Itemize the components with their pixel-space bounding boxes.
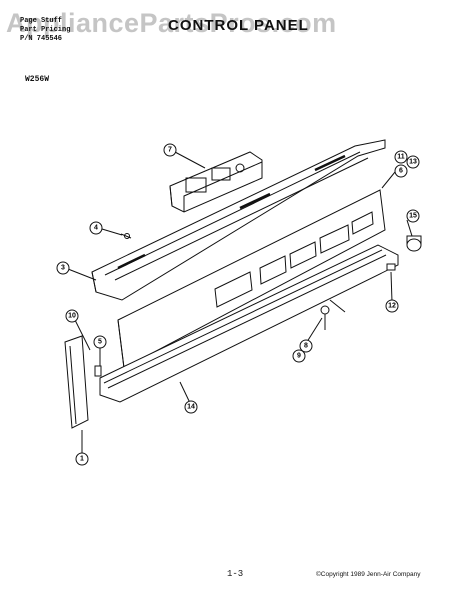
- top-trim-part: [91, 139, 386, 301]
- callout-5: 5: [93, 335, 107, 349]
- callout-1: 1: [75, 452, 89, 466]
- callout-6: 6: [394, 164, 408, 178]
- end-cap-part: [64, 335, 89, 429]
- svg-text:13: 13: [409, 159, 417, 166]
- svg-text:7: 7: [168, 147, 172, 154]
- header-part-number: P/N 745546: [20, 35, 63, 43]
- callout-8: 8: [299, 339, 313, 353]
- callout-12: 12: [385, 299, 399, 313]
- callout-13: 13: [406, 155, 420, 169]
- callout-15: 15: [406, 209, 420, 223]
- knob-part: [406, 235, 422, 252]
- header-line-1: Page Stuff: [20, 17, 63, 25]
- header-line-2: Part Pricing: [20, 26, 71, 34]
- svg-text:5: 5: [98, 339, 102, 346]
- svg-text:1: 1: [80, 456, 84, 463]
- svg-text:3: 3: [61, 265, 65, 272]
- svg-text:9: 9: [297, 353, 301, 360]
- svg-text:11: 11: [397, 154, 405, 161]
- page-number: 1-3: [227, 569, 244, 579]
- model-number: W256W: [25, 75, 50, 84]
- callout-14: 14: [184, 400, 198, 414]
- screw-part: [120, 233, 132, 239]
- svg-text:10: 10: [68, 313, 76, 320]
- watermark: AppliancePartsPros.com: [6, 8, 337, 38]
- svg-text:6: 6: [399, 168, 403, 175]
- copyright-notice: ©Copyright 1989 Jenn-Air Company: [316, 571, 421, 578]
- callout-10: 10: [65, 309, 79, 323]
- callout-11: 11: [394, 150, 408, 164]
- switch-part: [320, 299, 346, 330]
- svg-text:15: 15: [409, 213, 417, 220]
- bottom-rail-part: [99, 244, 399, 403]
- svg-text:4: 4: [94, 225, 98, 232]
- svg-text:12: 12: [388, 303, 396, 310]
- callout-7: 7: [163, 143, 177, 157]
- page-title: CONTROL PANEL: [168, 17, 309, 34]
- bracket-part: [386, 263, 396, 271]
- callout-9: 9: [292, 349, 306, 363]
- callout-3: 3: [56, 261, 70, 275]
- svg-text:8: 8: [304, 343, 308, 350]
- front-panel-part: [117, 189, 386, 369]
- control-board-part: [169, 151, 263, 213]
- clip-part: [94, 365, 102, 377]
- callout-4: 4: [89, 221, 103, 235]
- svg-text:14: 14: [187, 404, 195, 411]
